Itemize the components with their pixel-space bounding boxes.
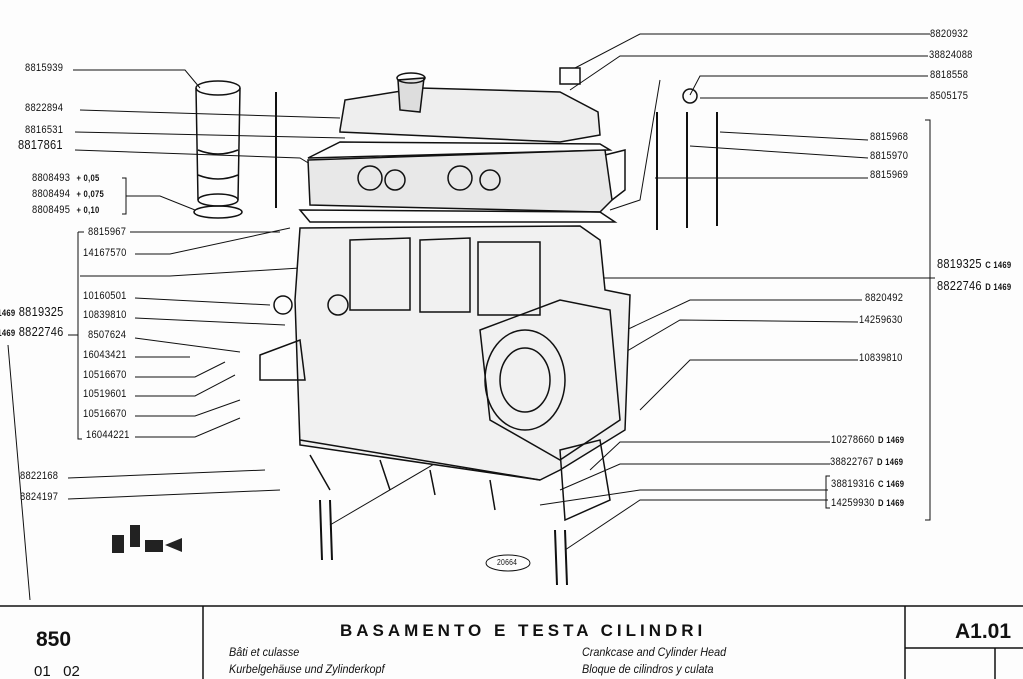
part-number-value: 8822746 (18, 324, 64, 339)
part-number: 8820932 (930, 28, 969, 40)
part-number: 8822168 (20, 470, 59, 482)
title-english: Crankcase and Cylinder Head (582, 645, 727, 659)
part-number-value: 8808493 (32, 172, 71, 184)
part-number-value: 38822767 (830, 456, 874, 468)
part-number: 10839810 (83, 309, 127, 321)
part-number-value: 8819325 (18, 304, 64, 319)
part-number: 16043421 (83, 349, 127, 361)
part-number: 1469 8819325 (0, 304, 64, 319)
part-number: 10516670 (83, 369, 127, 381)
drawing-number-stamp (485, 554, 531, 572)
variant-code: C 1469 (878, 479, 905, 489)
table-code: A1.01 (955, 620, 1012, 643)
part-number: 8808494 + 0,075 (32, 188, 104, 200)
variant-code: D 1469 (878, 435, 905, 445)
part-number: 8816531 (25, 124, 64, 136)
part-number: 10839810 (859, 352, 903, 364)
part-number-value: 14259930 (831, 497, 875, 509)
leader-lines-right (329, 33, 935, 551)
cylinder-liner (193, 80, 243, 219)
cylinder-head (298, 141, 626, 223)
part-number: 8808495 + 0,10 (32, 204, 99, 216)
part-number: 8818558 (930, 69, 969, 81)
part-number: 8815967 (88, 226, 127, 238)
part-number: 14167570 (83, 247, 127, 259)
part-number: 8505175 (930, 90, 969, 102)
variant-code: 1469 (0, 328, 16, 338)
crankcase-block (259, 225, 631, 586)
part-number: 8824197 (20, 491, 59, 503)
title-french: Bâti et culasse (229, 645, 300, 659)
variant-code: D 1469 (985, 282, 1012, 292)
title-german: Kurbelgehäuse und Zylinderkopf (229, 662, 385, 676)
variant-code: D 1469 (877, 457, 904, 467)
title-block-frame (0, 605, 1023, 679)
part-number: 8507624 (88, 329, 127, 341)
part-number: 8822894 (25, 102, 64, 114)
part-number: 8815970 (870, 150, 909, 162)
title-spanish: Bloque de cilindros y culata (582, 662, 714, 676)
part-number-value: 38819316 (831, 478, 875, 490)
variant-code: D 1469 (878, 498, 905, 508)
studs (275, 92, 718, 230)
part-number: 10160501 (83, 290, 127, 302)
part-number: 10516670 (83, 408, 127, 420)
part-number: 8817861 (18, 137, 63, 152)
part-number: 14259630 (859, 314, 903, 326)
part-number: 8815968 (870, 131, 909, 143)
model-number: 850 (36, 628, 72, 651)
part-number-value: 8808495 (32, 204, 71, 216)
variant-code: 1469 (0, 308, 16, 318)
leader-lines-left (7, 69, 346, 601)
part-number-value: 8822746 (937, 278, 982, 293)
part-number: 8815969 (870, 169, 909, 181)
page-title: BASAMENTO E TESTA CILINDRI (340, 621, 707, 640)
drawing-number: 20664 (497, 558, 518, 567)
part-number-value: 10278660 (831, 434, 875, 446)
parts-kit-icon (112, 525, 182, 553)
group-numbers: 01 02 (34, 663, 80, 679)
part-number-value: 8819325 (937, 256, 982, 271)
variant-code: C 1469 (985, 260, 1012, 270)
part-number: 8820492 (865, 292, 904, 304)
rocker-cover (339, 67, 698, 143)
oversize: + 0,10 (76, 205, 100, 215)
part-number: 8815939 (25, 62, 64, 74)
part-number: 16044221 (86, 429, 130, 441)
oversize: + 0,05 (76, 173, 100, 183)
part-number: 8808493 + 0,05 (32, 172, 99, 184)
part-number-value: 8808494 (32, 188, 71, 200)
oversize: + 0,075 (76, 189, 104, 199)
part-number: 10519601 (83, 388, 127, 400)
part-number: 1469 8822746 (0, 324, 64, 339)
part-number: 38824088 (929, 49, 973, 61)
